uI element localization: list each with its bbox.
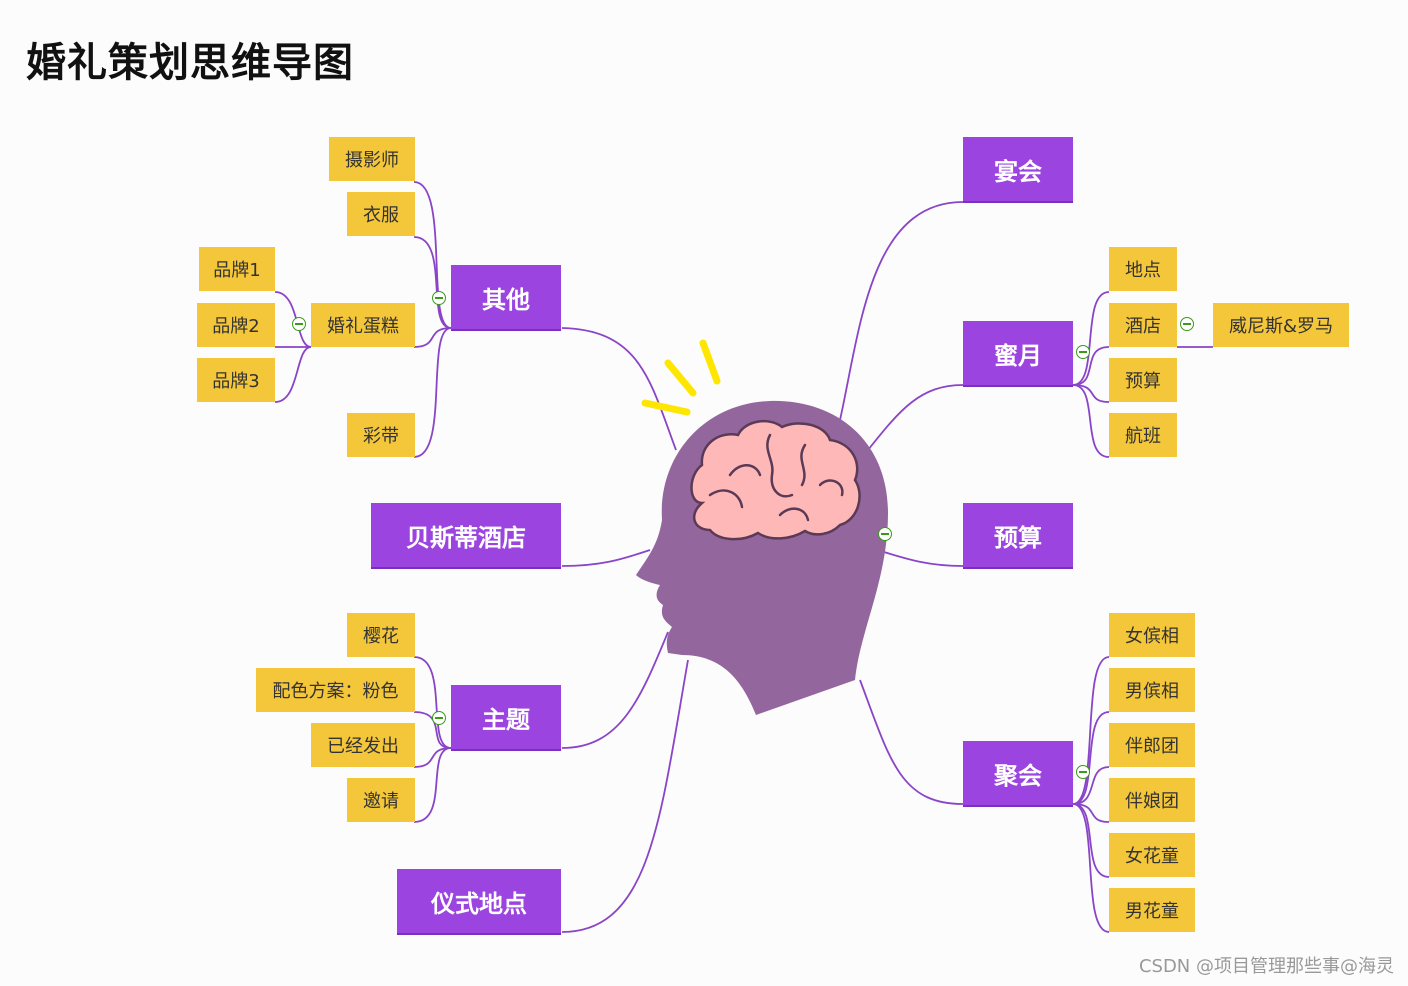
subtopic-sent[interactable]: 已经发出 [311,723,415,767]
subtopic-invite[interactable]: 邀请 [347,778,415,822]
topic-zhuti[interactable]: 主题 [451,685,561,749]
brain-shape [690,419,861,541]
page-title: 婚礼策划思维导图 [26,40,354,86]
subtopic-sakura[interactable]: 樱花 [347,613,415,657]
subtopic-photographer[interactable]: 摄影师 [329,137,415,181]
collapse-toggle-icon[interactable] [432,291,446,305]
subtopic-flower-girl[interactable]: 女花童 [1109,833,1195,877]
topic-qita[interactable]: 其他 [451,265,561,329]
brain-folds [708,433,844,522]
subtopic-venice-rome[interactable]: 威尼斯&罗马 [1213,303,1349,347]
subtopic-cake[interactable]: 婚礼蛋糕 [311,303,415,347]
topic-honeymoon[interactable]: 蜜月 [963,321,1073,385]
subtopic-color-scheme[interactable]: 配色方案：粉色 [256,668,415,712]
collapse-toggle-icon[interactable] [1180,317,1194,331]
topic-budget[interactable]: 预算 [963,503,1073,567]
collapse-toggle-icon[interactable] [878,527,892,541]
collapse-toggle-icon[interactable] [292,317,306,331]
subtopic-location[interactable]: 地点 [1109,247,1177,291]
topic-venue[interactable]: 仪式地点 [397,869,561,933]
subtopic-bridesmaid-lead[interactable]: 女傧相 [1109,613,1195,657]
collapse-toggle-icon[interactable] [432,711,446,725]
subtopic-bridesmaids[interactable]: 伴娘团 [1109,778,1195,822]
topic-party[interactable]: 聚会 [963,741,1073,805]
idea-spark-icon [641,339,721,416]
collapse-toggle-icon[interactable] [1076,765,1090,779]
watermark: CSDN @项目管理那些事@海灵 [1138,956,1394,977]
subtopic-hotel[interactable]: 酒店 [1109,303,1177,347]
topic-hotel[interactable]: 贝斯蒂酒店 [371,503,561,567]
subtopic-clothes[interactable]: 衣服 [347,192,415,236]
subtopic-flight[interactable]: 航班 [1109,413,1177,457]
subtopic-best-man[interactable]: 男傧相 [1109,668,1195,712]
collapse-toggle-icon[interactable] [1076,345,1090,359]
subtopic-ribbon[interactable]: 彩带 [347,413,415,457]
subtopic-brand-2[interactable]: 品牌2 [197,303,275,347]
subtopic-flower-boy[interactable]: 男花童 [1109,888,1195,932]
subtopic-groomsmen[interactable]: 伴郎团 [1109,723,1195,767]
brain-head-icon [636,339,888,715]
subtopic-brand-1[interactable]: 品牌1 [199,247,275,291]
topic-banquet[interactable]: 宴会 [963,137,1073,201]
subtopic-budget[interactable]: 预算 [1109,358,1177,402]
subtopic-brand-3[interactable]: 品牌3 [197,358,275,402]
